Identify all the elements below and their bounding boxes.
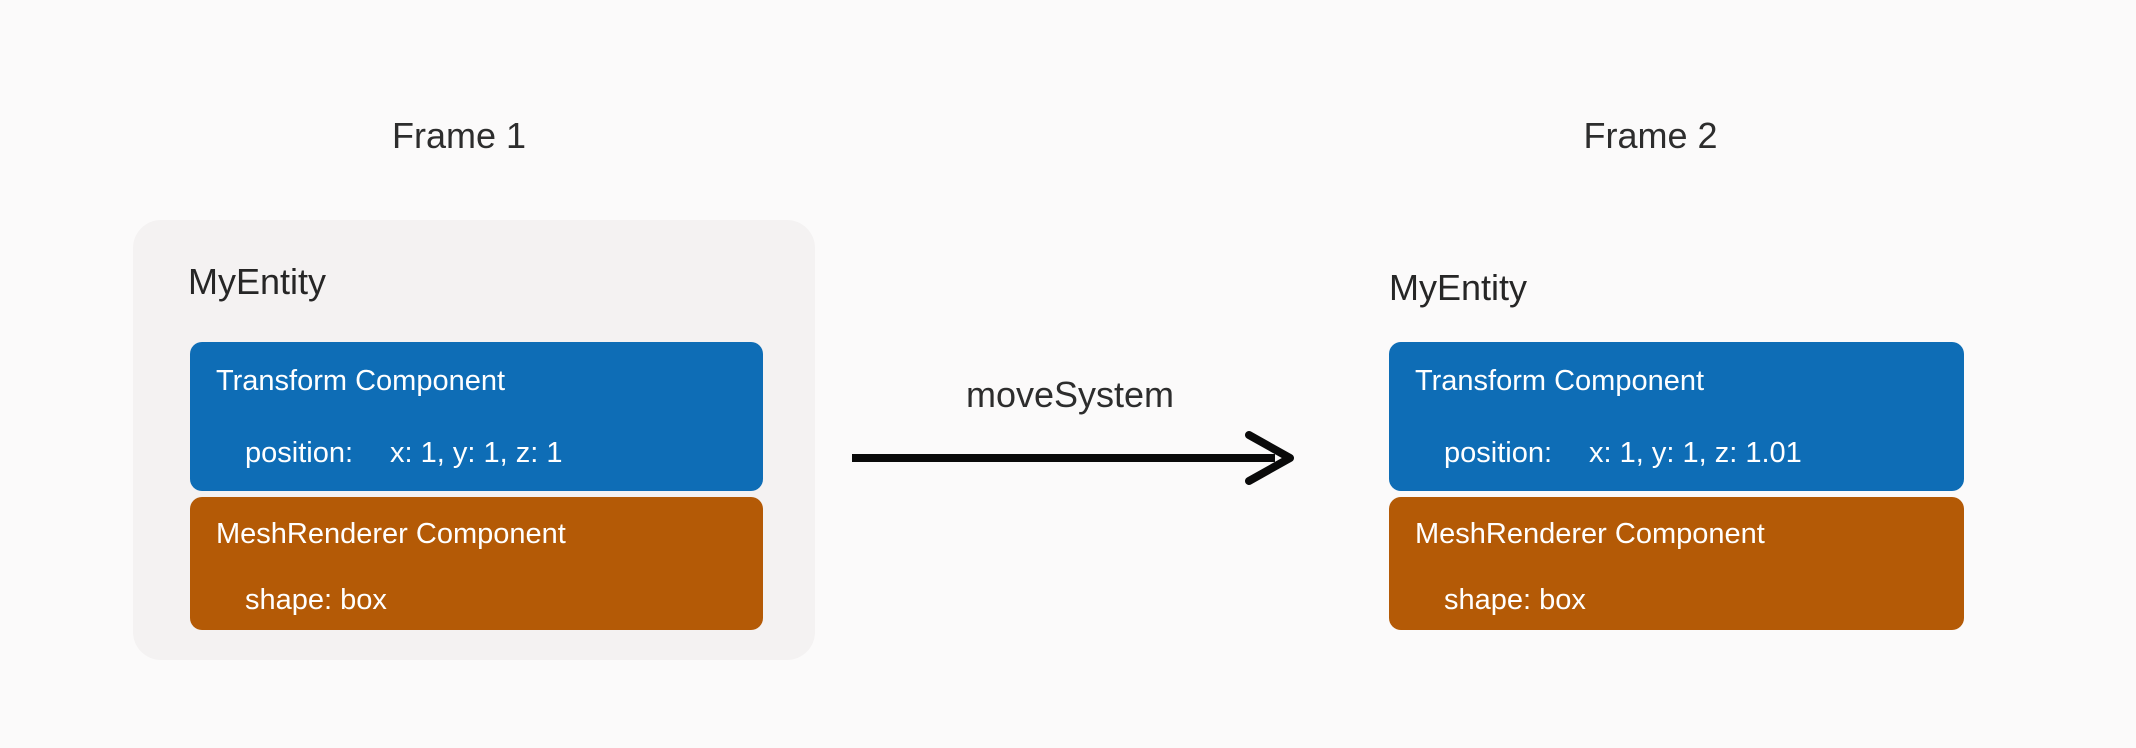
- frame1-meshrenderer-component: MeshRenderer Component shape: box: [190, 497, 763, 630]
- position-value: x: 1, y: 1, z: 1: [390, 437, 563, 469]
- frame2-entity-group: MyEntity Transform Component position: x:…: [1389, 266, 1964, 660]
- position-label: position:: [1444, 437, 1553, 469]
- shape-label: shape: box: [1444, 584, 1586, 616]
- meshrenderer-shape-line: shape: box: [245, 583, 387, 618]
- frame2-entity-name: MyEntity: [1389, 267, 1528, 308]
- frame1-transform-component: Transform Component position: x: 1, y: 1,…: [190, 342, 763, 491]
- frame2-title: Frame 2: [1583, 115, 1718, 156]
- transform-component-title: Transform Component: [1415, 365, 1705, 397]
- transform-component-title: Transform Component: [216, 365, 506, 397]
- transform-position-line: position: x: 1, y: 1, z: 1: [245, 436, 562, 471]
- position-value: x: 1, y: 1, z: 1.01: [1589, 437, 1802, 469]
- meshrenderer-component-title: MeshRenderer Component: [1415, 518, 1765, 550]
- frame1-title: Frame 1: [391, 115, 527, 156]
- meshrenderer-shape-line: shape: box: [1444, 583, 1586, 618]
- frame2-transform-component: Transform Component position: x: 1, y: 1,…: [1389, 342, 1964, 491]
- meshrenderer-component-title: MeshRenderer Component: [216, 518, 566, 550]
- frame2-meshrenderer-component: MeshRenderer Component shape: box: [1389, 497, 1964, 630]
- transform-position-line: position: x: 1, y: 1, z: 1.01: [1444, 436, 1802, 471]
- frame1-entity-card: MyEntity Transform Component position: x:…: [133, 220, 815, 660]
- move-system-label: moveSystem: [965, 374, 1175, 415]
- arrow-right-icon: [845, 428, 1305, 488]
- frame1-entity-name: MyEntity: [188, 261, 327, 302]
- position-label: position:: [245, 437, 354, 469]
- shape-label: shape: box: [245, 584, 387, 616]
